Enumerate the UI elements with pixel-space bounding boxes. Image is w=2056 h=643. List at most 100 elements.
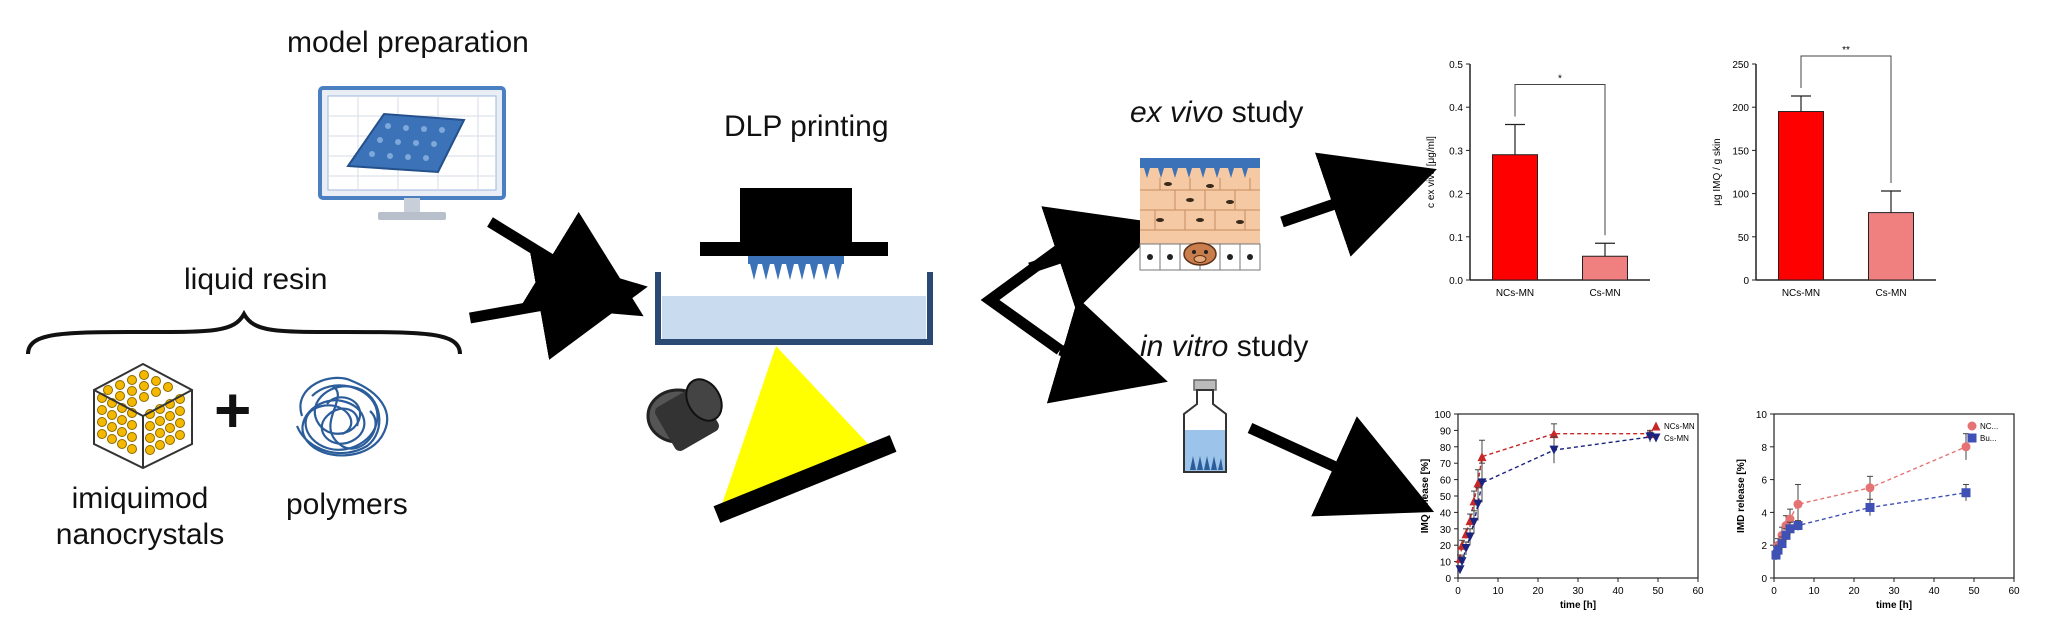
y-tick-label: 60 [1440, 476, 1452, 487]
nanocrystal-dot [107, 410, 117, 420]
data-point [1967, 421, 1977, 431]
y-tick-label: 30 [1440, 525, 1452, 536]
in-vitro-label: in vitro study [1140, 330, 1308, 364]
nanocrystal-dot [115, 380, 125, 390]
nanocrystal-dot [107, 434, 117, 444]
data-point [1967, 433, 1977, 443]
data-point [1771, 550, 1781, 560]
y-tick-label: 0.0 [1449, 276, 1463, 287]
data-point [1651, 433, 1661, 443]
x-tick-label: 10 [1492, 586, 1504, 597]
nanocrystal-dot [155, 416, 165, 426]
model-preparation-label: model preparation [287, 26, 529, 59]
bar [1778, 111, 1824, 281]
x-tick-label: 50 [1652, 586, 1664, 597]
nanocrystal-dot [117, 439, 127, 449]
y-axis-label: μg IMQ / g skin [1712, 138, 1723, 205]
data-point [1785, 524, 1795, 534]
x-tick-label: 40 [1928, 586, 1940, 597]
x-tick-label: 20 [1532, 586, 1544, 597]
bar [1582, 255, 1628, 281]
y-tick-label: 50 [1738, 233, 1750, 244]
data-point [1461, 543, 1471, 553]
nanocrystal-dot [139, 370, 149, 380]
y-tick-label: 10 [1756, 410, 1768, 421]
x-axis-label: time [h] [1560, 600, 1596, 611]
nanocrystal-dot [165, 423, 175, 433]
significance-mark: ** [1842, 45, 1850, 56]
data-point [1781, 530, 1791, 540]
y-tick-label: 0 [1445, 574, 1451, 585]
nanocrystal-dot [151, 376, 161, 386]
nanocrystal-dot [145, 433, 155, 443]
legend-label: NC... [1980, 422, 1998, 431]
ex-vivo-label: ex vivo study [1130, 96, 1303, 130]
data-point [1477, 478, 1487, 488]
nanocrystal-dot [127, 386, 137, 396]
legend-label: NCs-MN [1664, 422, 1695, 431]
nanocrystal-dot [163, 382, 173, 392]
y-tick-label: 0.3 [1449, 146, 1463, 157]
nanocrystal-dot [127, 420, 137, 430]
in-vitro-rest: study [1228, 330, 1309, 363]
nanocrystal-dot [97, 429, 107, 439]
nanocrystals-label: nanocrystals [55, 518, 225, 551]
x-tick-label: 0 [1455, 586, 1461, 597]
data-point [1651, 421, 1661, 431]
y-tick-label: 200 [1732, 103, 1749, 114]
y-tick-label: 6 [1761, 476, 1767, 487]
dlp-printer-illustration [646, 188, 933, 523]
x-tick-label: 60 [2008, 586, 2020, 597]
plot-frame [1773, 413, 2015, 579]
nanocrystal-dot [127, 444, 137, 454]
y-tick-label: 70 [1440, 459, 1452, 470]
y-tick-label: 90 [1440, 426, 1452, 437]
ex-vivo-italic: ex vivo [1130, 96, 1224, 129]
dlp-printing-label: DLP printing [724, 110, 889, 143]
polymers-label: polymers [286, 488, 408, 521]
nanocrystal-dot [151, 387, 161, 397]
significance-bracket [1800, 55, 1892, 184]
significance-bracket [1514, 83, 1606, 236]
y-tick-label: 150 [1732, 146, 1749, 157]
imiquimod-label: imiquimod [71, 482, 209, 515]
data-point [1865, 502, 1875, 512]
series-line [1775, 446, 1967, 554]
y-tick-label: 0.2 [1449, 190, 1463, 201]
x-tick-label: 30 [1888, 586, 1900, 597]
y-tick-label: 100 [1732, 190, 1749, 201]
bar [1868, 212, 1914, 281]
nanocrystal-dot [127, 397, 137, 407]
nanocrystal-dot [127, 375, 137, 385]
x-tick-label: NCs-MN [1782, 288, 1820, 299]
y-tick-label: 10 [1440, 558, 1452, 569]
x-tick-label: 60 [1692, 586, 1704, 597]
nanocrystal-cube-icon [93, 362, 193, 470]
plus-sign: + [214, 374, 252, 446]
y-tick-label: 4 [1761, 508, 1767, 519]
y-tick-label: 0 [1743, 276, 1749, 287]
data-point [1777, 539, 1787, 549]
data-point [1473, 478, 1483, 488]
data-point [1793, 521, 1803, 531]
nanocrystal-dot [145, 445, 155, 455]
nanocrystal-dot [107, 422, 117, 432]
y-tick-label: 50 [1440, 492, 1452, 503]
nanocrystal-dot [103, 385, 113, 395]
curly-brace [26, 309, 462, 355]
data-point [1457, 557, 1467, 567]
y-tick-label: 100 [1434, 410, 1451, 421]
data-point [1773, 545, 1783, 555]
nanocrystal-dot [155, 428, 165, 438]
ex-vivo-rest: study [1223, 96, 1304, 129]
computer-monitor-icon [318, 86, 506, 220]
x-tick-label: Cs-MN [1589, 288, 1620, 299]
nanocrystal-dot [97, 417, 107, 427]
data-point [1549, 429, 1559, 439]
data-point [1793, 499, 1803, 509]
